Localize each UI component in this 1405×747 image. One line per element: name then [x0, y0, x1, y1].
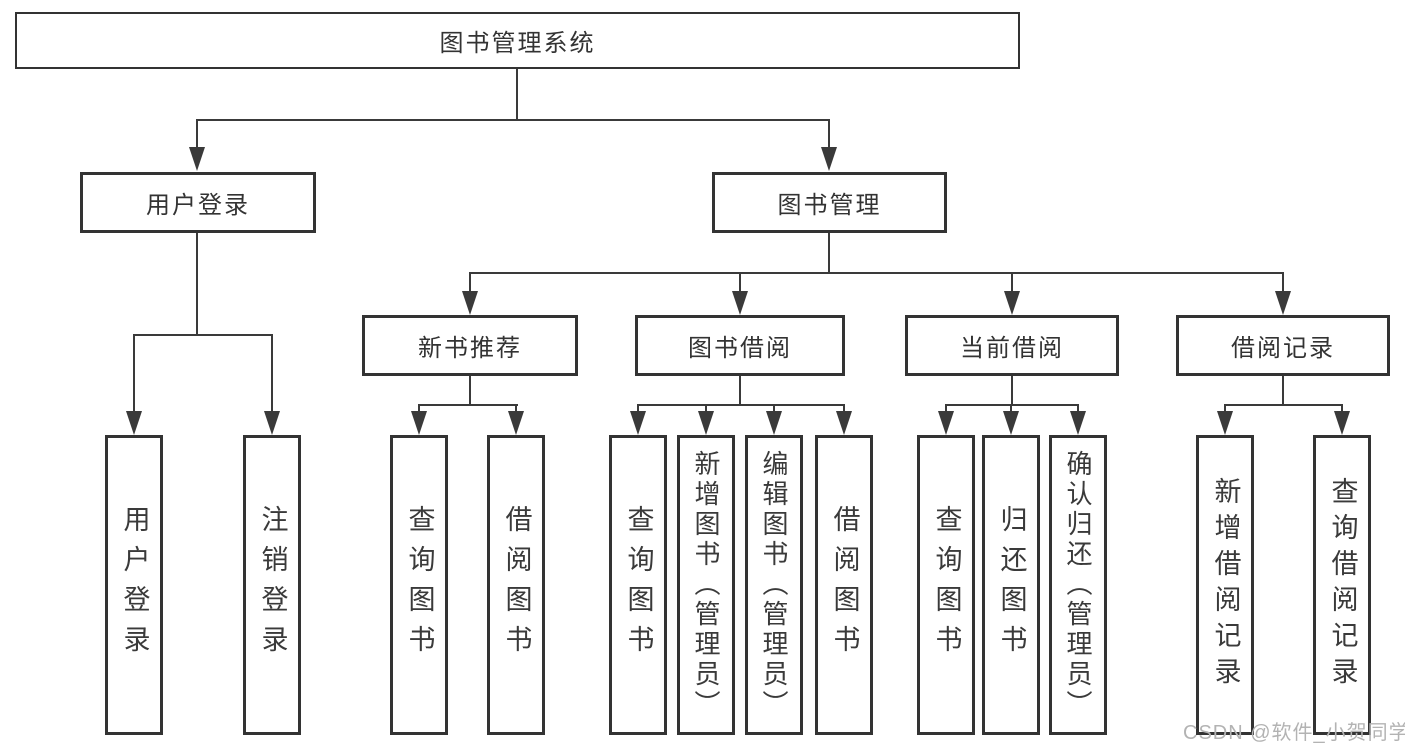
- node-current-borrow-label: 当前借阅: [960, 335, 1064, 362]
- leaf-edit-books-admin-label: 编辑图书（管理员）: [759, 450, 789, 720]
- node-new-book-recommend: 新书推荐: [362, 315, 578, 376]
- leaf-borrow-books: 借阅图书: [815, 435, 873, 735]
- arrowhead-icon: [630, 411, 646, 435]
- connector-line: [196, 232, 198, 336]
- arrowhead-icon: [732, 291, 748, 315]
- arrowhead-icon: [411, 411, 427, 435]
- csdn-watermark: CSDN @软件_小贺同学: [1183, 722, 1405, 744]
- arrowhead-icon: [1275, 291, 1291, 315]
- leaf-query-books-recommend: 查询图书: [390, 435, 448, 735]
- arrowhead-icon: [1334, 411, 1350, 435]
- connector-line: [945, 404, 947, 412]
- leaf-confirm-return-admin-label: 确认归还（管理员）: [1063, 450, 1093, 720]
- leaf-query-books-current-label: 查询图书: [931, 505, 962, 665]
- leaf-return-books-label: 归还图书: [996, 505, 1027, 665]
- leaf-query-borrow-record-label: 查询借阅记录: [1327, 477, 1358, 693]
- connector-line: [773, 404, 775, 412]
- connector-line: [133, 334, 135, 412]
- connector-line: [843, 404, 845, 412]
- connector-line: [739, 375, 741, 405]
- connector-line: [1077, 404, 1079, 412]
- arrowhead-icon: [508, 411, 524, 435]
- arrowhead-icon: [836, 411, 852, 435]
- arrowhead-icon: [938, 411, 954, 435]
- node-current-borrow: 当前借阅: [905, 315, 1119, 376]
- connector-line: [705, 404, 707, 412]
- connector-line: [196, 119, 198, 148]
- connector-line: [469, 375, 471, 405]
- leaf-borrow-books-recommend-label: 借阅图书: [501, 505, 532, 665]
- arrowhead-icon: [189, 147, 205, 171]
- node-user-login-label: 用户登录: [146, 192, 250, 219]
- leaf-add-books-admin: 新增图书（管理员）: [677, 435, 735, 735]
- connector-line: [469, 272, 1284, 274]
- leaf-add-borrow-record: 新增借阅记录: [1196, 435, 1254, 735]
- connector-line: [1224, 404, 1343, 406]
- node-book-management: 图书管理: [712, 172, 947, 233]
- node-borrow-record: 借阅记录: [1176, 315, 1390, 376]
- arrowhead-icon: [1217, 411, 1233, 435]
- leaf-user-login: 用户登录: [105, 435, 163, 735]
- node-borrow-record-label: 借阅记录: [1231, 335, 1335, 362]
- node-book-borrow: 图书借阅: [635, 315, 845, 376]
- connector-line: [1282, 272, 1284, 292]
- connector-line: [1282, 375, 1284, 405]
- arrowhead-icon: [1004, 291, 1020, 315]
- leaf-query-books-borrow: 查询图书: [609, 435, 667, 735]
- leaf-add-borrow-record-label: 新增借阅记录: [1210, 477, 1241, 693]
- arrowhead-icon: [264, 411, 280, 435]
- connector-line: [418, 404, 420, 412]
- node-user-login: 用户登录: [80, 172, 316, 233]
- arrowhead-icon: [698, 411, 714, 435]
- leaf-user-login-label: 用户登录: [119, 505, 150, 665]
- connector-line: [196, 119, 830, 121]
- connector-line: [515, 404, 517, 412]
- node-book-borrow-label: 图书借阅: [688, 335, 792, 362]
- leaf-borrow-books-recommend: 借阅图书: [487, 435, 545, 735]
- leaf-query-borrow-record: 查询借阅记录: [1313, 435, 1371, 735]
- leaf-borrow-books-label: 借阅图书: [829, 505, 860, 665]
- leaf-query-books-borrow-label: 查询图书: [623, 505, 654, 665]
- connector-line: [133, 334, 273, 336]
- connector-line: [469, 272, 471, 292]
- connector-line: [418, 404, 518, 406]
- arrowhead-icon: [462, 291, 478, 315]
- node-book-management-label: 图书管理: [777, 192, 882, 219]
- leaf-return-books: 归还图书: [982, 435, 1040, 735]
- connector-line: [637, 404, 639, 412]
- leaf-add-books-admin-label: 新增图书（管理员）: [691, 450, 721, 720]
- connector-line: [739, 272, 741, 292]
- arrowhead-icon: [126, 411, 142, 435]
- node-root-label: 图书管理系统: [439, 30, 596, 57]
- leaf-confirm-return-admin: 确认归还（管理员）: [1049, 435, 1107, 735]
- connector-line: [1011, 272, 1013, 292]
- connector-line: [1224, 404, 1226, 412]
- arrowhead-icon: [1003, 411, 1019, 435]
- connector-line: [1341, 404, 1343, 412]
- leaf-edit-books-admin: 编辑图书（管理员）: [745, 435, 803, 735]
- arrowhead-icon: [1070, 411, 1086, 435]
- connector-line: [1010, 404, 1012, 412]
- connector-line: [828, 119, 830, 148]
- arrowhead-icon: [821, 147, 837, 171]
- connector-line: [1011, 375, 1013, 405]
- arrowhead-icon: [766, 411, 782, 435]
- connector-line: [516, 69, 518, 120]
- connector-line: [945, 404, 1079, 406]
- connector-line: [637, 404, 845, 406]
- connector-line: [828, 232, 830, 274]
- leaf-query-books-recommend-label: 查询图书: [404, 505, 435, 665]
- leaf-query-books-current: 查询图书: [917, 435, 975, 735]
- leaf-logout: 注销登录: [243, 435, 301, 735]
- node-root: 图书管理系统: [15, 12, 1020, 69]
- connector-line: [271, 334, 273, 412]
- node-new-book-recommend-label: 新书推荐: [418, 335, 522, 362]
- leaf-logout-label: 注销登录: [257, 505, 288, 665]
